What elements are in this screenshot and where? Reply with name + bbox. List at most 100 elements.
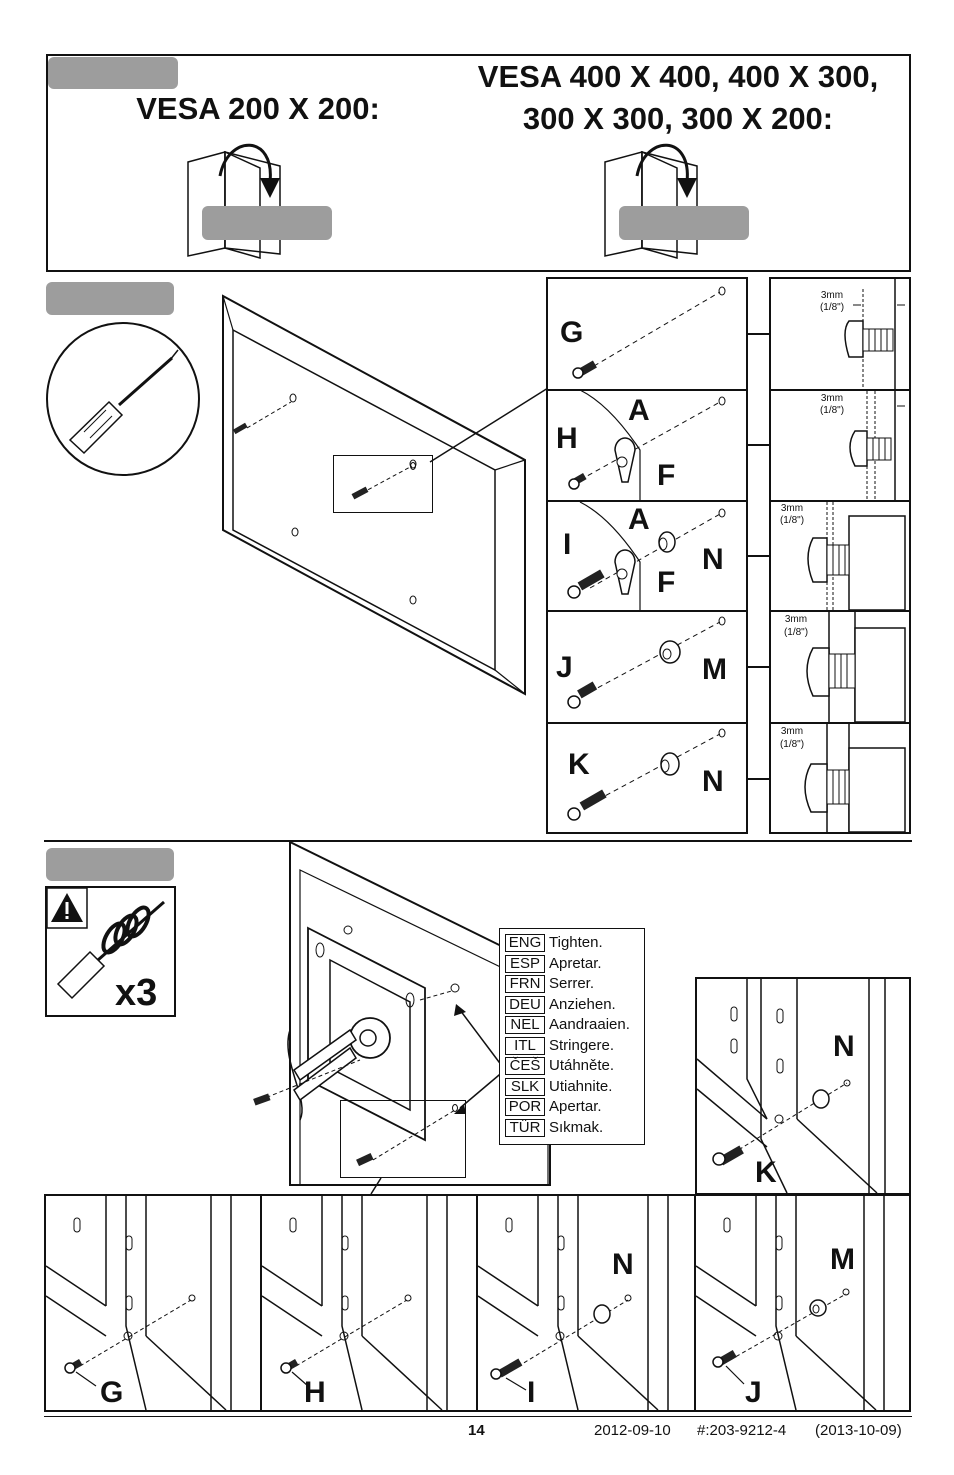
detail-panel-J-drawing (695, 1196, 885, 1411)
step3-label-pill (46, 848, 174, 881)
footer-revision: (2013-10-09) (815, 1422, 902, 1439)
connector-1 (748, 333, 770, 335)
tv-mount-drawing (253, 840, 551, 1186)
screw-K-drawing (567, 728, 726, 821)
label-N-row5: N (702, 765, 724, 798)
ms-divider-4 (771, 722, 909, 724)
measure-1-mm: 3mm (820, 290, 844, 301)
connector-2 (748, 444, 770, 446)
screwdriver-icon (46, 322, 200, 476)
hw-divider-1 (548, 389, 746, 391)
tv-detail-callout (333, 455, 433, 513)
page-turn-icon-right (604, 143, 698, 259)
measure-2-drawing (849, 391, 905, 500)
label-F-row3: F (657, 566, 676, 599)
callout-arrows (454, 1004, 506, 1114)
connector-5 (748, 778, 770, 780)
tv-back-drawing (222, 294, 526, 696)
detail-panel-G-drawing (45, 1196, 232, 1411)
measure-3-mm: 3mm (780, 503, 804, 514)
vesa-400-heading-line1: VESA 400 X 400, 400 X 300, (477, 59, 879, 94)
label-I: I (563, 528, 572, 561)
detail-G-label: G (100, 1376, 124, 1409)
connector-4 (748, 666, 770, 668)
screw-G-drawing (572, 286, 726, 379)
detail-panel-I (476, 1194, 696, 1412)
label-K: K (568, 748, 590, 781)
label-A-row3: A (628, 503, 650, 536)
detail-J-label-M: M (830, 1243, 855, 1276)
detail-K-label-N: N (833, 1030, 855, 1063)
screwdriver-rotate-icon (56, 900, 165, 1000)
measure-1-drawing (844, 279, 905, 389)
mount-detail-callout (340, 1100, 466, 1178)
measure-3-drawing (807, 502, 906, 611)
callout-line-bottom (370, 1177, 382, 1195)
detail-panel-K-drawing (696, 979, 886, 1194)
label-H: H (556, 422, 578, 455)
label-G: G (560, 316, 584, 349)
ms-divider-1 (771, 389, 909, 391)
label-M-row4: M (702, 653, 727, 686)
measure-2-inch: (1/8") (819, 405, 845, 416)
step2-label-pill (46, 282, 174, 315)
step-ref-pill-right (619, 206, 749, 240)
measure-3-inch: (1/8") (779, 515, 805, 526)
ms-divider-3 (771, 610, 909, 612)
tv-detail-screw (351, 462, 416, 500)
footer-date: 2012-09-10 (594, 1422, 671, 1439)
page-number: 14 (468, 1422, 485, 1439)
detail-H-label: H (304, 1376, 326, 1409)
label-A-row2: A (628, 394, 650, 427)
footer-rule (44, 1416, 912, 1417)
measure-5-inch: (1/8") (779, 739, 805, 750)
measure-4-mm: 3mm (784, 614, 808, 625)
detail-I-label-N: N (612, 1248, 634, 1281)
hw-divider-2 (548, 500, 746, 502)
ms-divider-2 (771, 500, 909, 502)
detail-panel-I-drawing (477, 1196, 669, 1411)
screw-J-drawing (567, 616, 726, 709)
label-F-row2: F (657, 459, 676, 492)
screw-H-drawing (568, 389, 726, 500)
vesa-400-heading-line2: 300 X 300, 300 X 200: (522, 101, 834, 136)
screw-I-drawing (567, 501, 726, 610)
measure-1-inch: (1/8") (819, 302, 845, 313)
section-divider (44, 840, 912, 842)
detail-K-label-K: K (755, 1156, 777, 1189)
vesa-200-heading: VESA 200 X 200: (136, 91, 380, 126)
mount-detail-screw (356, 1104, 458, 1167)
detail-panel-H-drawing (261, 1196, 448, 1411)
measure-4-inch: (1/8") (783, 627, 809, 638)
hw-divider-3 (548, 610, 746, 612)
callout-line (429, 387, 549, 463)
measure-5-mm: 3mm (780, 726, 804, 737)
connector-3 (748, 555, 770, 557)
label-N-row3: N (702, 543, 724, 576)
measure-4-drawing (806, 612, 906, 723)
step1-label-pill (48, 57, 178, 89)
detail-J-label-J: J (745, 1376, 762, 1409)
page-turn-icon-left (187, 143, 281, 259)
measure-2-mm: 3mm (820, 393, 844, 404)
measure-5-drawing (804, 724, 906, 834)
footer-doc-number: #:203-9212-4 (697, 1422, 787, 1439)
step-ref-pill-left (202, 206, 332, 240)
x3-label: x3 (115, 972, 158, 1014)
label-J: J (556, 651, 573, 684)
hw-divider-4 (548, 722, 746, 724)
detail-I-label-I: I (527, 1376, 536, 1409)
warning-triangle-icon (46, 887, 88, 929)
